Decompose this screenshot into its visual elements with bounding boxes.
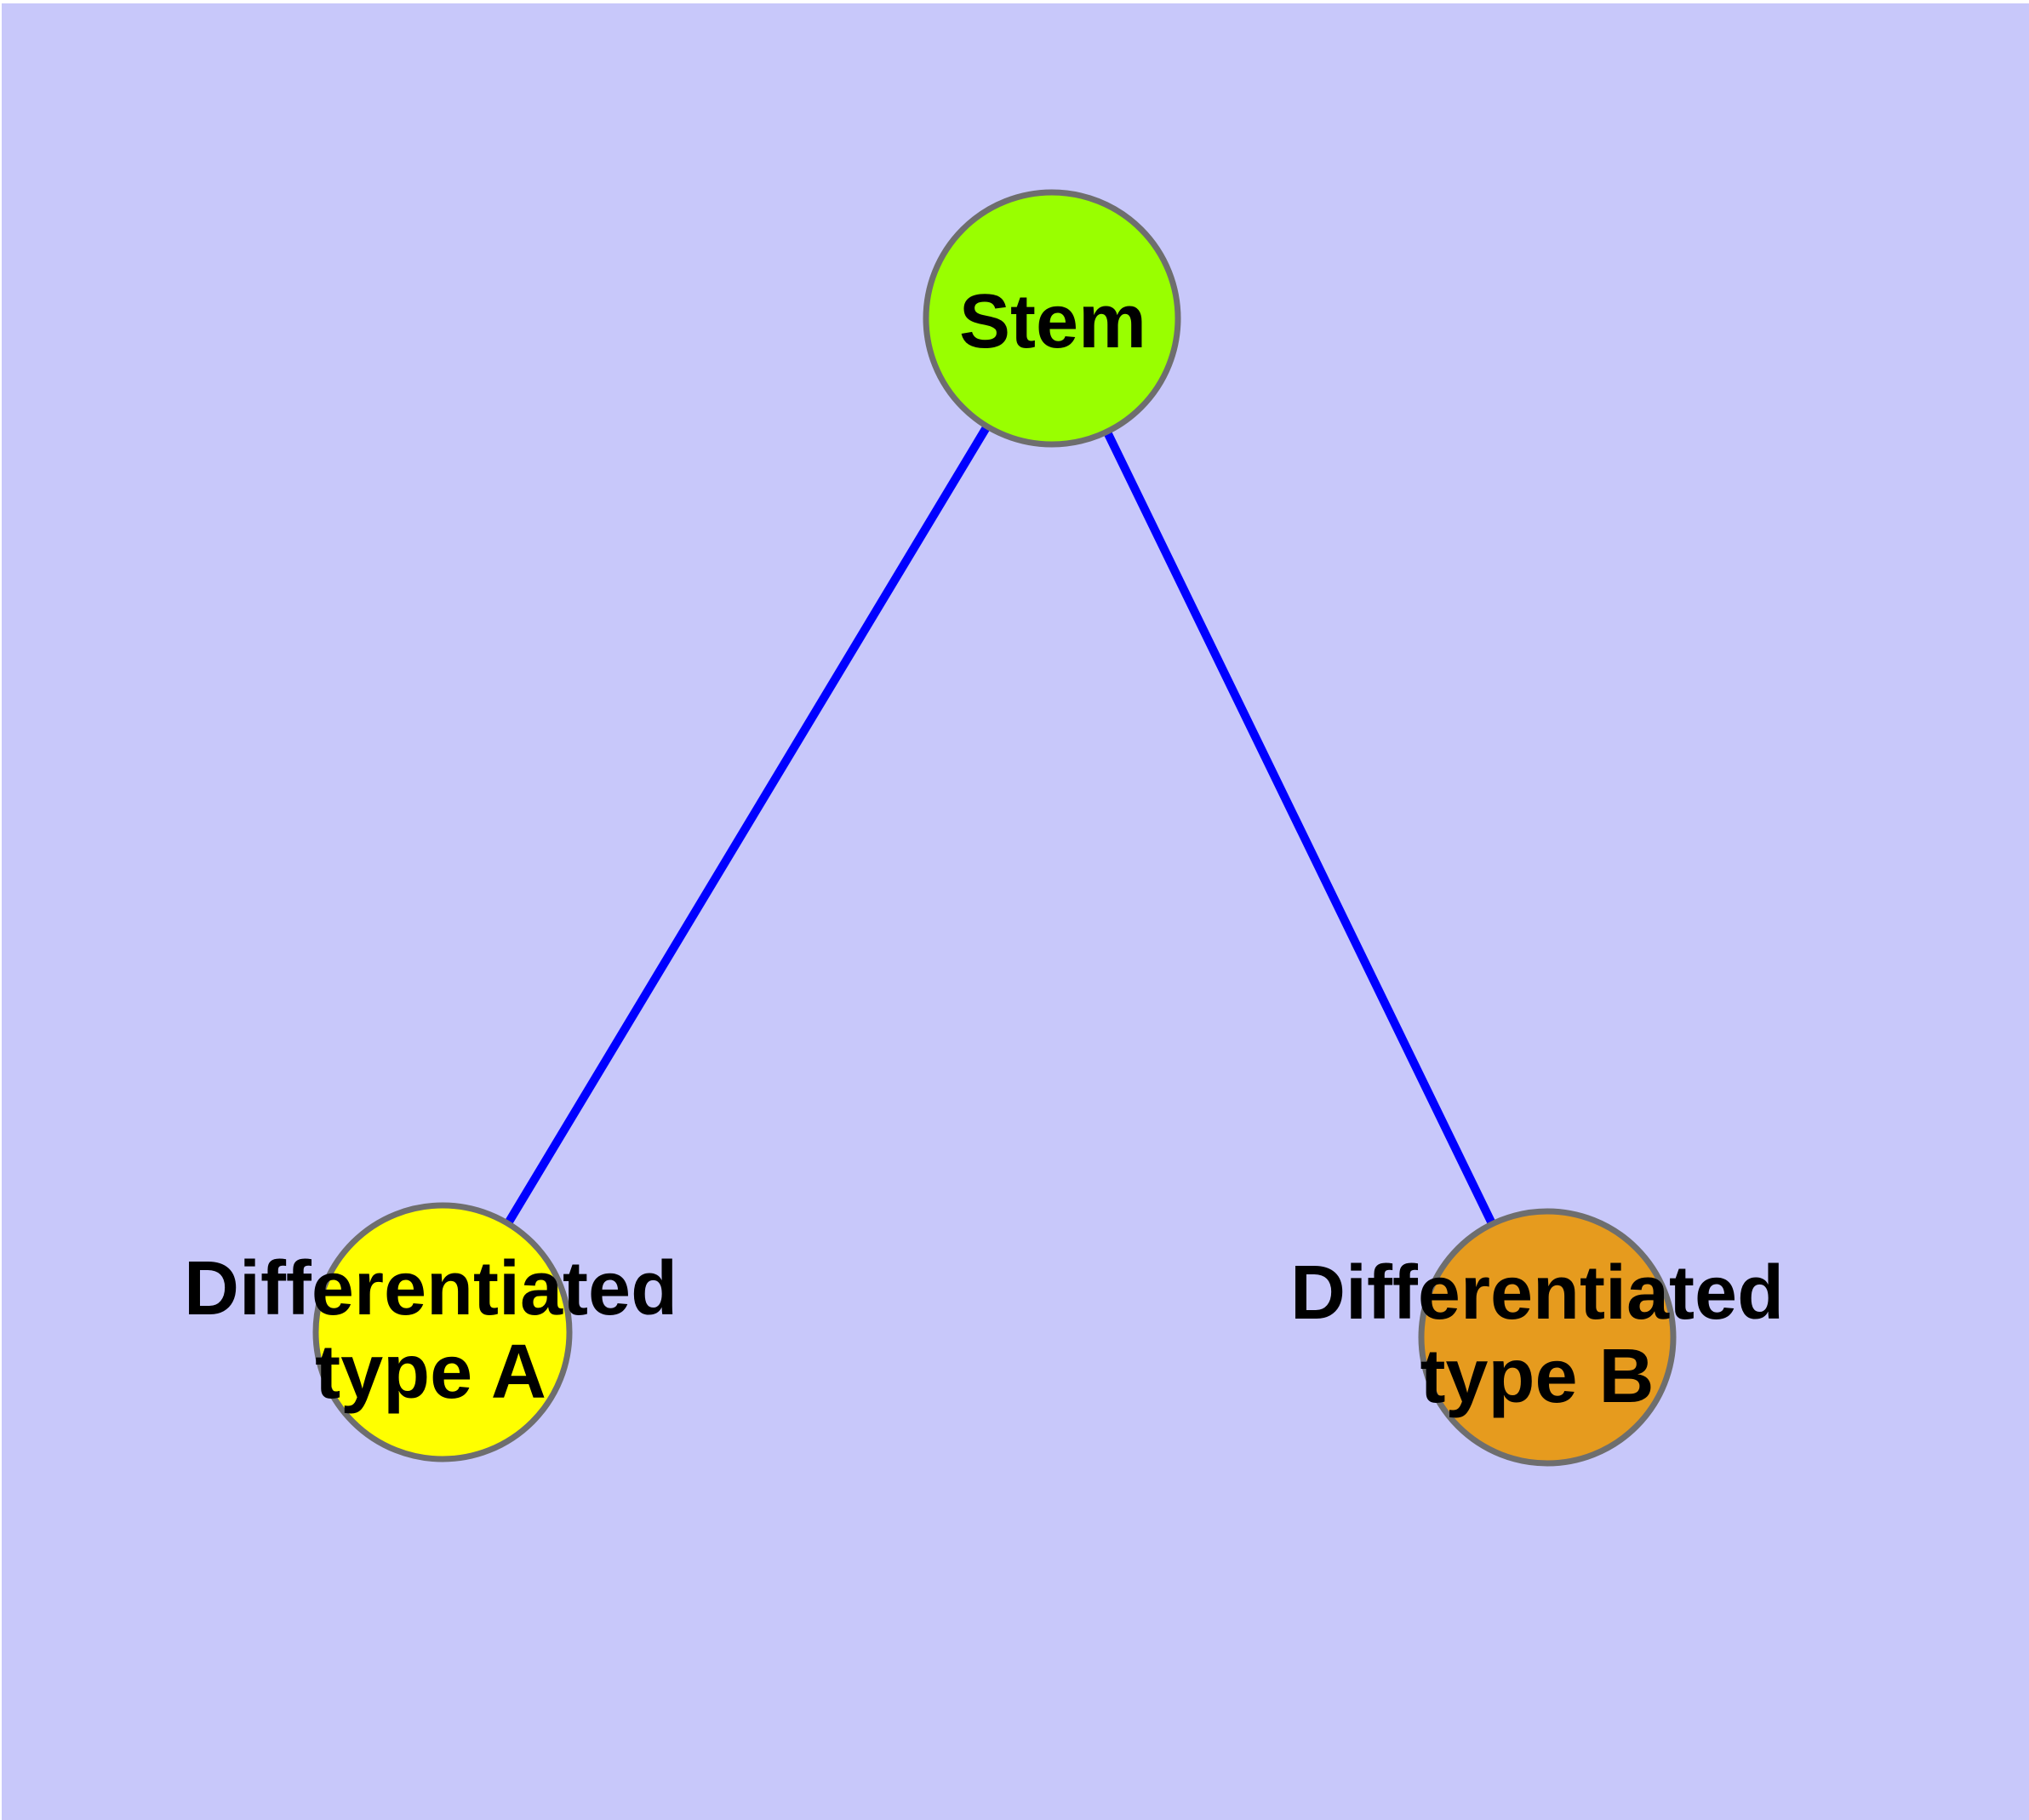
edge-stem-to-type-a: [438, 316, 1056, 1335]
node-type-a-label: Differentiated type A: [184, 1247, 677, 1414]
node-type-a-label-line1: Differentiated: [183, 1245, 678, 1331]
node-type-b-circle: [1418, 1208, 1677, 1467]
node-stem-label: Stem: [958, 278, 1147, 364]
node-type-b-label: Differentiated type B: [1290, 1251, 1784, 1418]
node-stem-circle: [923, 189, 1181, 448]
edge-stem-to-type-b: [1048, 316, 1552, 1340]
node-type-a-circle: [312, 1202, 573, 1462]
node-type-b-label-line1: Differentiated: [1289, 1250, 1785, 1336]
node-type-a-label-line2: type A: [315, 1330, 546, 1415]
node-type-b-label-line2: type B: [1420, 1334, 1655, 1419]
